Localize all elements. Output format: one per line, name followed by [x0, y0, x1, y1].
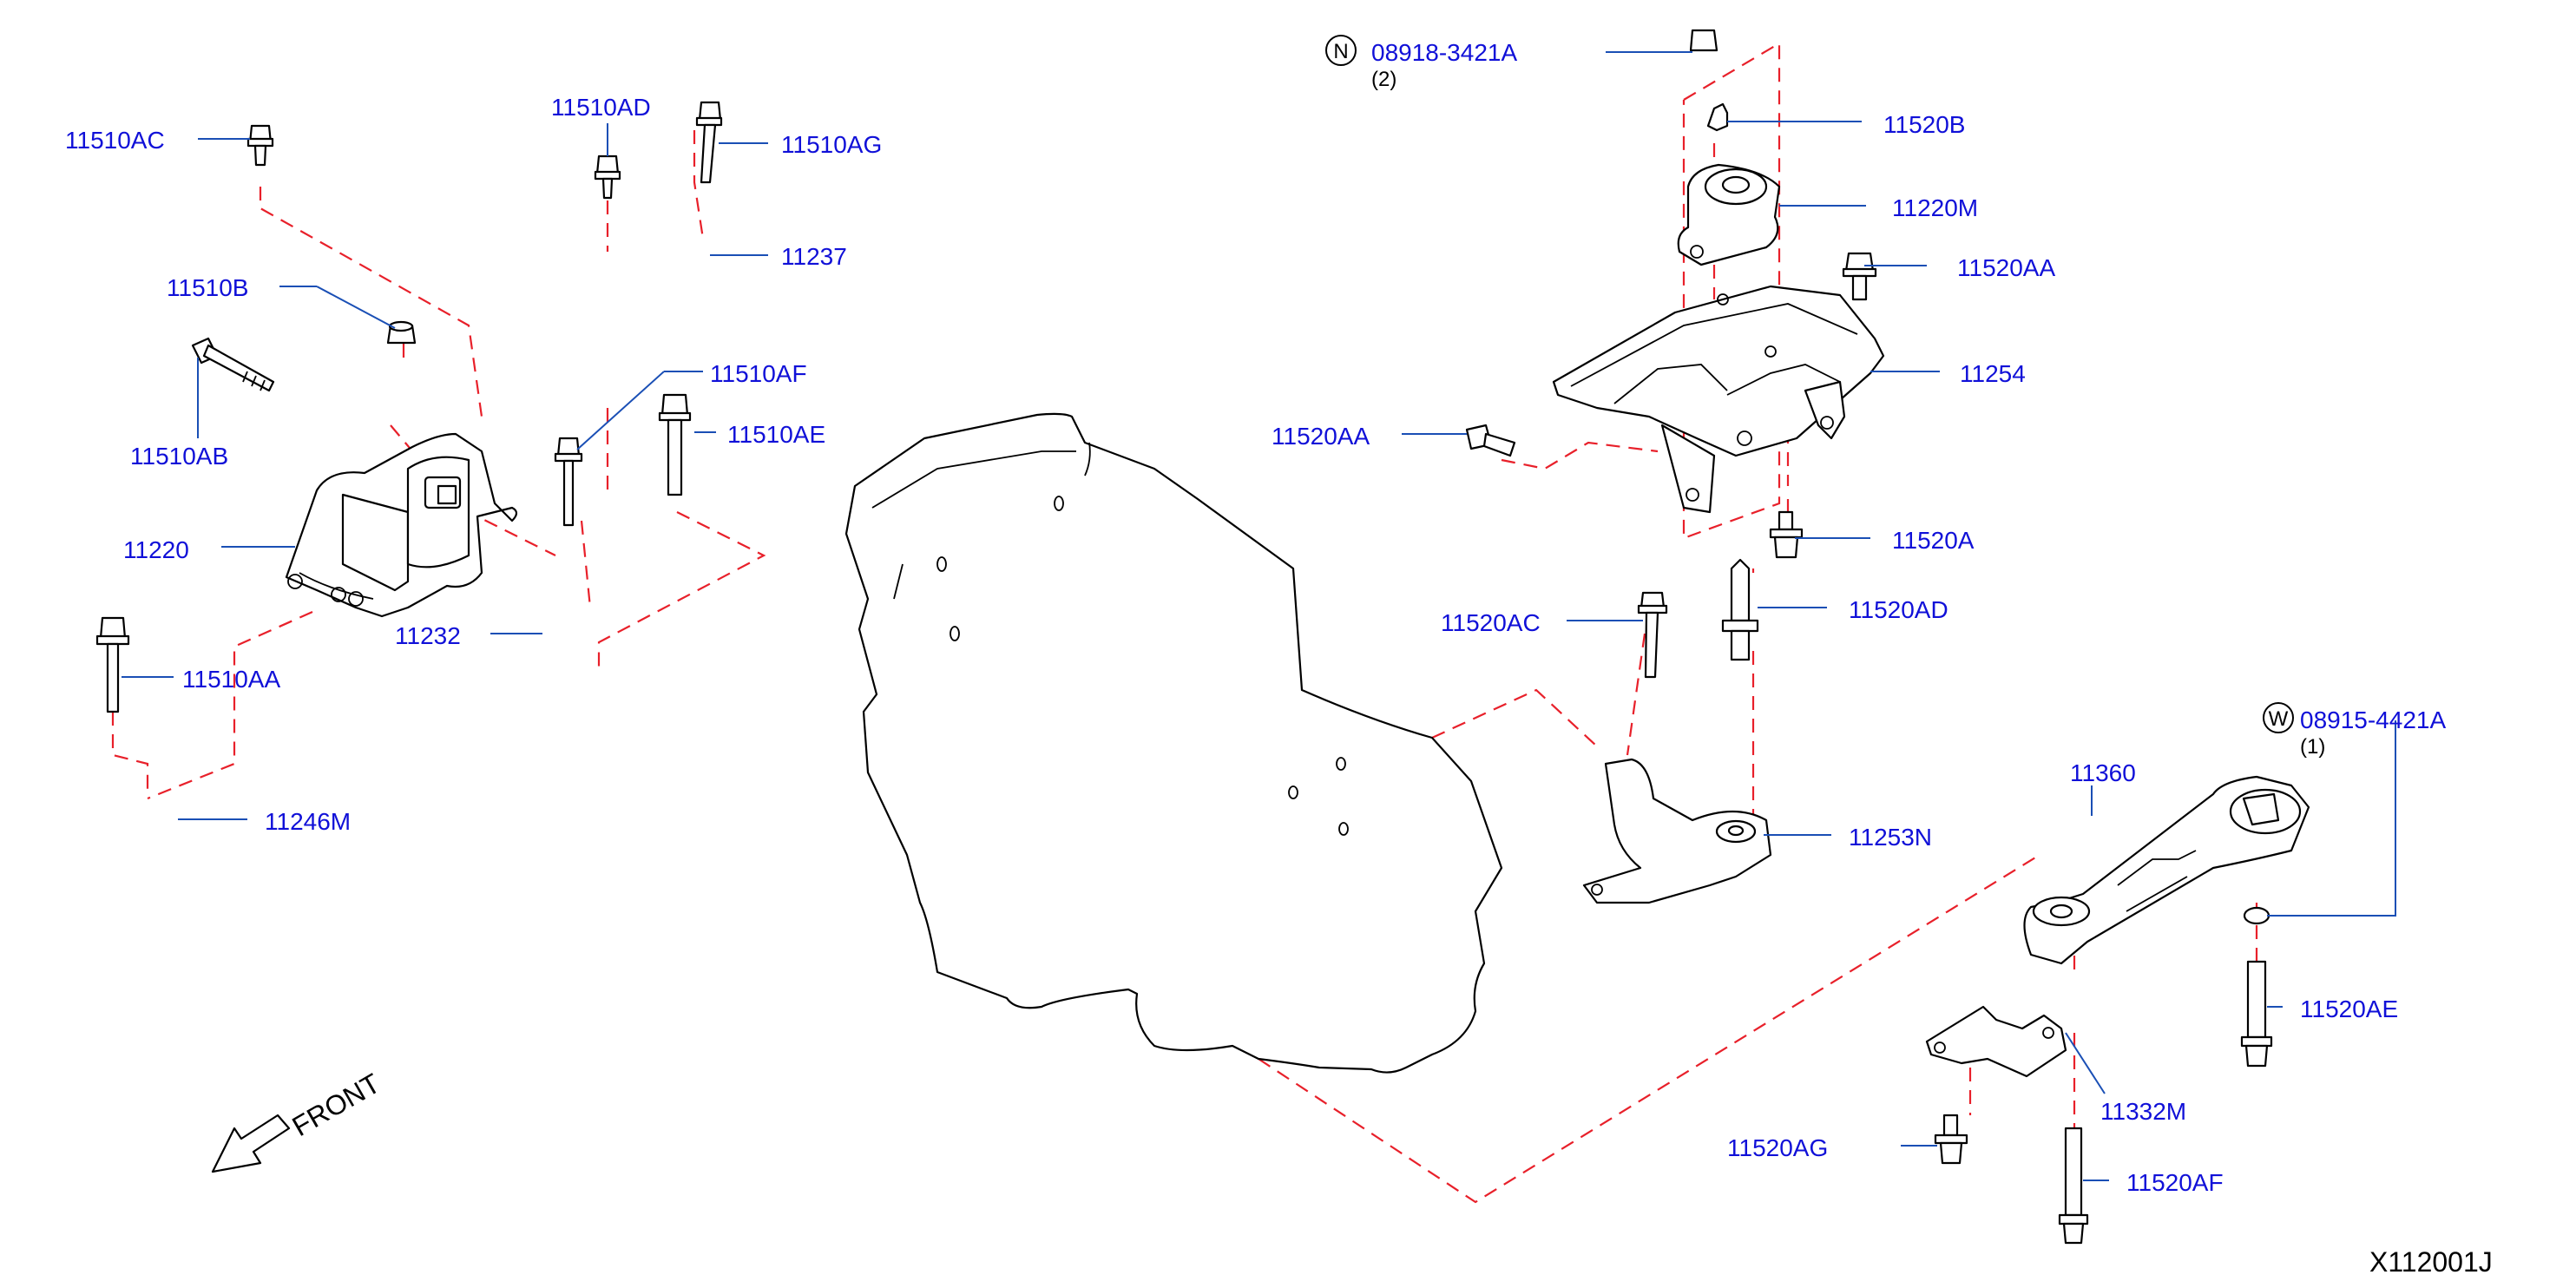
nut-11510B — [386, 320, 417, 345]
bracket-11254 — [1552, 285, 1885, 514]
label-11520AC: 11520AC — [1441, 609, 1541, 636]
w-symbol-icon: W — [2263, 702, 2294, 733]
label-11510AB: 11510AB — [130, 443, 228, 470]
label-11510AD: 11510AD — [551, 94, 651, 121]
drawing-code: X112001J — [2369, 1246, 2493, 1278]
label-11510AF: 11510AF — [710, 360, 807, 387]
qty-08918-3421A: (2) — [1371, 68, 1396, 91]
label-11360: 11360 — [2070, 759, 2136, 786]
label-11520AE: 11520AE — [2300, 996, 2398, 1022]
label-11520AG: 11520AG — [1727, 1134, 1828, 1161]
label-08918-3421A: 08918-3421A — [1371, 39, 1517, 66]
label-11220M: 11220M — [1892, 194, 1978, 221]
bolt-11510AA — [95, 616, 130, 713]
bolt-11520A — [1769, 510, 1804, 559]
front-arrow-icon — [211, 1114, 291, 1173]
engine-mount-11220M — [1677, 29, 1781, 266]
bolt-11510AE — [658, 393, 692, 496]
bolt-11520AG — [1934, 1114, 1968, 1165]
bolt-11510AD — [594, 154, 621, 200]
label-11520AA-left: 11520AA — [1272, 423, 1370, 450]
bolt-11510AF — [554, 437, 583, 527]
engine-block — [844, 412, 1503, 1074]
front-label: FRONT — [287, 1068, 385, 1142]
svg-text:W: W — [2269, 707, 2289, 731]
label-11246M: 11246M — [265, 808, 351, 835]
label-11254: 11254 — [1960, 360, 2026, 387]
bolt-11510AB — [191, 337, 275, 392]
label-11510AA: 11510AA — [182, 666, 280, 693]
n-symbol-icon: N — [1325, 35, 1357, 66]
bolt-11510AC — [246, 124, 274, 167]
qty-08915-4421A: (1) — [2300, 735, 2325, 759]
stud-11520AD — [1721, 558, 1759, 661]
leader-lines — [122, 51, 2396, 1181]
label-11510B: 11510B — [167, 274, 248, 301]
label-11520AA-top: 11520AA — [1957, 254, 2055, 281]
label-08915-4421A: 08915-4421A — [2300, 706, 2446, 733]
bolt-11520AE — [2240, 960, 2273, 1068]
label-11520B: 11520B — [1883, 111, 1965, 138]
bolt-11520AA-top — [1842, 252, 1877, 301]
label-11232: 11232 — [395, 622, 461, 649]
label-11520AF: 11520AF — [2126, 1169, 2224, 1196]
bolt-11520AC — [1637, 591, 1668, 679]
label-11510AE: 11510AE — [727, 421, 825, 448]
label-11237: 11237 — [781, 243, 847, 270]
bracket-11253N — [1582, 758, 1772, 904]
label-11510AC: 11510AC — [65, 127, 165, 154]
bolt-11520AF — [2058, 1127, 2089, 1245]
label-11253N: 11253N — [1849, 824, 1932, 851]
label-11510AG: 11510AG — [781, 131, 882, 158]
bracket-11332M — [1925, 1005, 2067, 1078]
label-11520AD: 11520AD — [1849, 596, 1948, 623]
svg-text:N: N — [1333, 40, 1348, 63]
label-11332M: 11332M — [2100, 1098, 2186, 1125]
part-labels: 11510AC 11510AD 11510AG 11237 11510B 115… — [65, 39, 2446, 1196]
torque-rod-11360 — [2023, 775, 2310, 965]
bolt-11510AG — [695, 101, 723, 184]
bolt-11520AA-left — [1465, 424, 1516, 457]
label-11520A: 11520A — [1892, 527, 1975, 554]
label-11220: 11220 — [123, 536, 189, 563]
engine-mount-11220 — [285, 432, 518, 618]
